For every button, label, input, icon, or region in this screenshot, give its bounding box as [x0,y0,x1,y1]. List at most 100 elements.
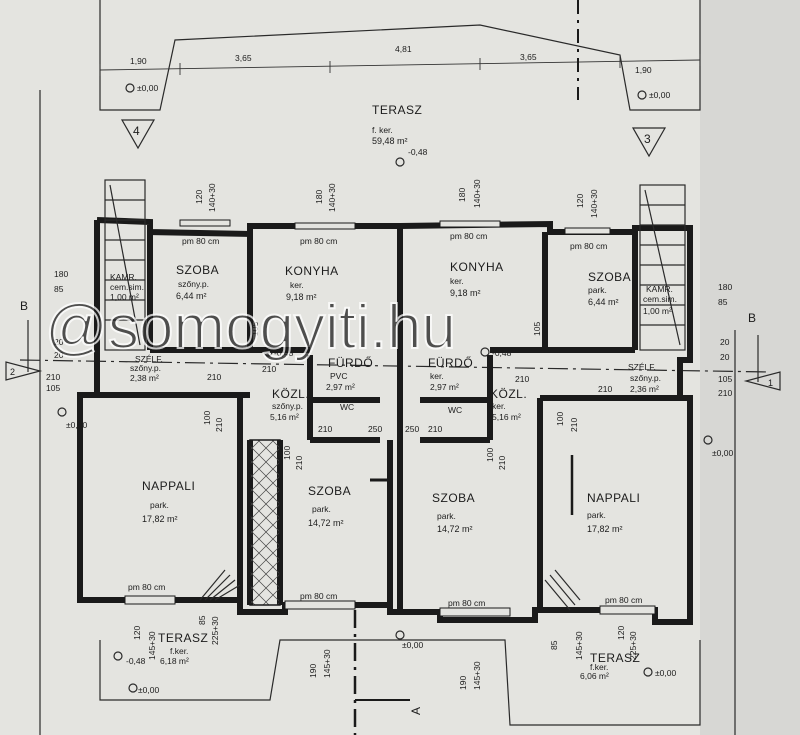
room-konyha-right: KONYHA ker. 9,18 m² [450,260,503,298]
window-dim: 120 [194,190,204,204]
svg-text:17,82 m²: 17,82 m² [142,514,178,524]
dim-left: 20 [54,337,64,347]
dim-bottom: 225+30 [628,631,638,660]
dim-top-1: 1,90 [130,56,147,66]
dim-inner: 100 [485,448,495,462]
dim-inner: 210 [214,418,224,432]
dim-inner: 250 [368,424,382,434]
dim-right: 20 [720,352,730,362]
svg-text:park.: park. [150,500,169,510]
svg-text:KONYHA: KONYHA [285,264,339,278]
room-kamra-right: KAMR. cem.sim. 1,00 m² [643,284,677,316]
svg-text:park.: park. [437,511,456,521]
dim-top-5: 1,90 [635,65,652,75]
window-label: pm 80 cm [450,231,487,241]
svg-text:1,00 m²: 1,00 m² [643,306,672,316]
svg-text:B: B [20,299,29,313]
room-wc-left: WC [340,402,354,412]
level-marker: ±0,00 [637,90,670,100]
windows [124,219,656,617]
site-outline [99,0,701,111]
window-dim: 180 [314,190,324,204]
svg-text:KÖZL.: KÖZL. [490,387,527,401]
dim-inner: 100 [202,411,212,425]
svg-text:2,97 m²: 2,97 m² [430,382,459,392]
room-konyha-left: KONYHA ker. 9,18 m² [285,264,339,302]
svg-text:2,36 m²: 2,36 m² [630,384,659,394]
dim-inner: 100 [282,446,292,460]
window-label: pm 80 cm [448,598,485,608]
dim-inner: 210 [262,364,276,374]
window-dim: 120 [575,194,585,208]
dim-top-3: 4,81 [395,44,412,54]
dim-top-2: 3,65 [235,53,252,63]
room-kozl-left: KÖZL. szőny.p. 5,16 m² [270,387,309,422]
dim-bottom: 145+30 [147,631,157,660]
dim-right: 180 [718,282,732,292]
svg-text:B: B [748,311,757,325]
svg-text:SZOBA: SZOBA [588,270,631,284]
paper-shadow-right [700,0,800,735]
section-marker-1: 1 [743,371,781,391]
room-szoba-mid-left: SZOBA park. 14,72 m² [308,484,351,528]
svg-text:4: 4 [133,124,140,138]
window-label: pm 80 cm [300,591,337,601]
svg-text:KÖZL.: KÖZL. [272,387,309,401]
dim-right: 85 [718,297,728,307]
svg-text:5,16 m²: 5,16 m² [270,412,299,422]
svg-text:2,38 m²: 2,38 m² [130,373,159,383]
room-nappali-left: NAPPALI park. 17,82 m² [142,479,195,524]
window-label: pm 80 cm [605,595,642,605]
level-marker: -0,48 [113,651,146,666]
svg-text:ker.: ker. [290,280,304,290]
room-terasz-bottom-left: TERASZ f.ker. 6,18 m² [158,631,208,666]
svg-text:17,82 m²: 17,82 m² [587,524,623,534]
svg-text:f. ker.: f. ker. [372,125,393,135]
svg-text:6,44 m²: 6,44 m² [176,291,207,301]
dim-left: 180 [54,269,68,279]
svg-text:±0,00: ±0,00 [712,448,733,458]
dim-left: 210 [46,372,60,382]
room-szoba-top-left: SZOBA szőny.p. 6,44 m² [176,263,219,301]
section-cut-b-right: B [748,311,759,382]
room-furdo-right: FÜRDŐ ker. 2,97 m² [428,355,473,392]
dim-inner: 210 [569,418,579,432]
svg-text:SZÉLF.: SZÉLF. [135,354,163,364]
svg-text:TERASZ: TERASZ [158,631,208,645]
svg-text:-0,48: -0,48 [126,656,146,666]
level-marker: -0,48 [395,147,428,167]
svg-text:±0,00: ±0,00 [138,685,159,695]
svg-text:14,72 m²: 14,72 m² [437,524,473,534]
stair-bottom-right [544,569,581,611]
svg-text:SZÉLF.: SZÉLF. [628,362,656,372]
dim-left: 85 [54,284,64,294]
svg-text:5,16 m²: 5,16 m² [492,412,521,422]
svg-text:SZOBA: SZOBA [432,491,475,505]
svg-text:-0,48: -0,48 [408,147,428,157]
room-wc-right: WC [448,405,462,415]
svg-text:cem.sim.: cem.sim. [643,294,677,304]
dim-inner: 210 [207,372,221,382]
svg-text:±0,00: ±0,00 [649,90,670,100]
svg-text:±0,00: ±0,00 [137,83,158,93]
interior-walls [97,226,690,612]
svg-text:14,72 m²: 14,72 m² [308,518,344,528]
svg-text:f.ker.: f.ker. [170,646,188,656]
svg-text:szőny.p.: szőny.p. [130,363,161,373]
window-label: pm 80 cm [570,241,607,251]
dim-bottom: 145+30 [322,649,332,678]
site-outline-bottom [99,639,701,726]
svg-text:cem.sim.: cem.sim. [110,282,144,292]
room-szoba-mid-right: SZOBA park. 14,72 m² [432,491,475,534]
dim-bottom: 120 [132,626,142,640]
dim-inner: 105 [532,322,542,336]
svg-text:TERASZ: TERASZ [372,103,422,117]
dim-inner: 210 [294,456,304,470]
hatched-shaft [249,439,281,606]
dim-bottom: 145+30 [472,661,482,690]
svg-text:park.: park. [312,504,331,514]
room-kamra-left: KAMR. cem.sim. 1,00 m² [110,272,144,302]
dim-inner: 210 [598,384,612,394]
svg-text:59,48 m²: 59,48 m² [372,136,408,146]
